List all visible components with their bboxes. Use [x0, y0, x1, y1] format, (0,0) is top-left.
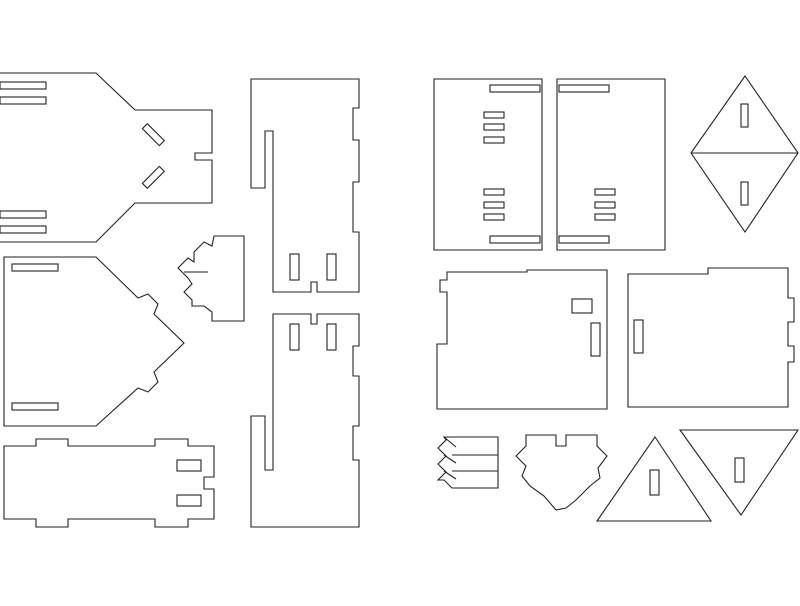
tall-side-wall-bottom	[250, 313, 360, 528]
arrow-clips	[436, 436, 499, 489]
roof-panel-right	[556, 78, 666, 251]
diamond-gable	[690, 75, 799, 233]
small-roof-bracket-left	[177, 235, 245, 322]
triangle-gable-up	[595, 436, 713, 522]
heart-bracket	[515, 434, 608, 511]
front-wall	[436, 269, 608, 410]
floor-base-panel	[3, 438, 215, 528]
left-gable-wall-bottom	[3, 256, 185, 427]
triangle-gable-down	[678, 429, 800, 516]
tall-side-wall-top	[250, 78, 360, 293]
back-wall	[627, 267, 795, 408]
roof-panel-left	[433, 78, 543, 251]
left-gable-wall-top	[0, 72, 213, 243]
